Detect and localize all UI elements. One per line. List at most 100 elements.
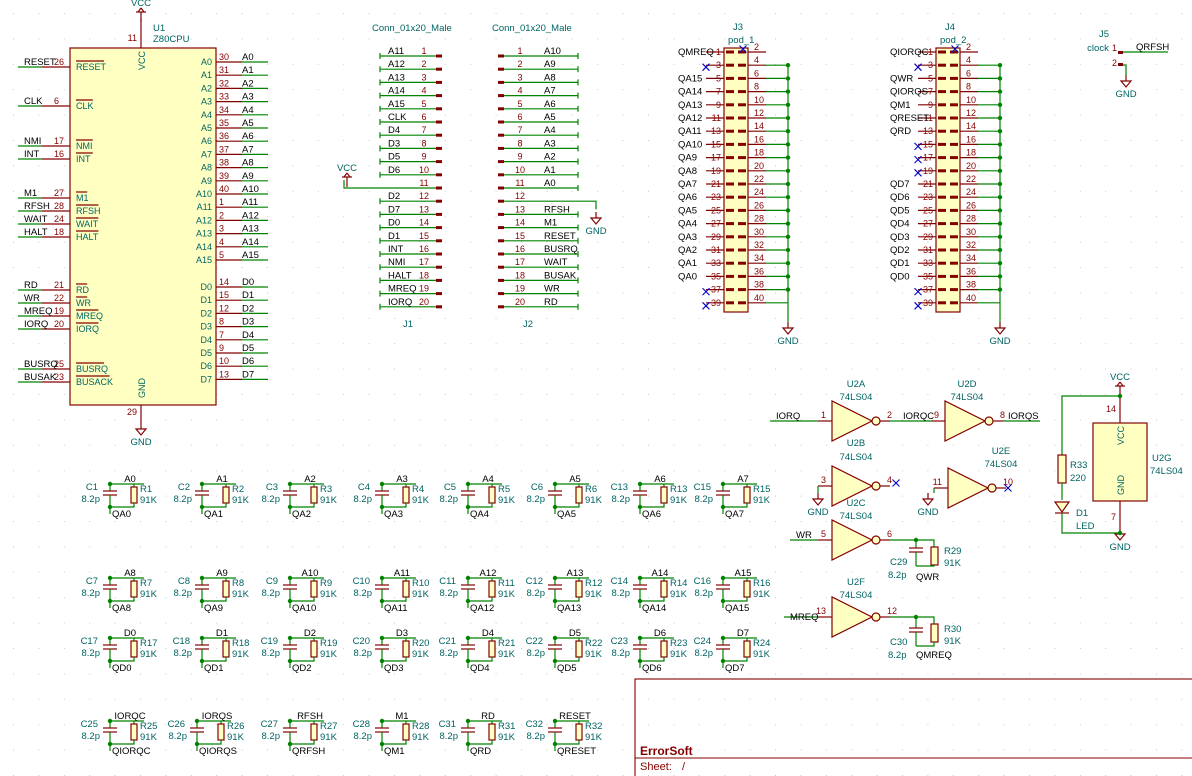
capacitor-value: 8.2p [527,648,546,659]
grid-dot [825,673,827,675]
grid-dot [13,63,14,65]
pin-number: 11 [515,178,524,188]
net-label-a5: A5 [242,118,254,129]
capacitor-value: 8.2p [82,731,101,742]
pin-stub [726,50,734,54]
net-label: A10 [544,46,561,57]
grid-dot [851,673,853,675]
junction-dot [287,481,293,487]
grid-dot [648,546,649,548]
grid-dot [1054,140,1056,141]
pin-number: 12 [887,606,897,616]
wire [202,657,227,662]
u2g-gnd-label: GND [1116,475,1126,496]
grid-dot [114,597,116,599]
grid-dot [571,749,573,751]
grid-dot [1105,317,1107,319]
resistor [402,486,410,504]
grid-dot [317,38,319,40]
grid-dot [902,114,903,116]
grid-dot [978,546,980,548]
pin-name-mreq: MREQ [76,311,103,321]
grid-dot [978,13,980,14]
grid-dot [1181,444,1183,446]
grid-dot [698,673,700,675]
capacitor-ref: C7 [86,576,98,587]
pin-number: 21 [711,179,721,189]
grid-dot [622,343,624,345]
grid-dot [775,546,776,548]
grid-dot [368,165,370,167]
u2f-ref: U2F [847,577,865,588]
pin-name-a15: A15 [196,255,212,265]
grid-dot [673,317,675,319]
net-label: A5 [544,112,556,123]
grid-dot [1156,394,1157,395]
pin-stub [436,173,442,177]
connector-j1[interactable]: Conn_01x20_MaleJ11A112A123A134A145A156CL… [337,23,452,330]
grid-dot [216,419,218,421]
grid-dot [394,368,395,370]
grid-dot [1029,267,1030,268]
grid-dot [1003,673,1005,675]
grid-dot [698,241,700,243]
grid-dot [673,140,675,141]
wire [1123,64,1127,75]
grid-dot [775,140,776,141]
grid-dot [13,521,14,522]
grid-dot [571,343,573,345]
grid-dot [648,140,649,141]
resistor-ref: R4 [412,484,424,495]
grid-dot [1156,216,1157,218]
filter-output-net: QIORQC [112,746,151,757]
grid-dot [1181,267,1183,268]
grid-dot [1181,241,1183,243]
grid-dot [470,368,472,370]
grid-dot [1130,419,1132,421]
pin-number: 26 [54,57,64,67]
grid-dot [317,521,319,522]
grid-dot [89,495,91,497]
pin-stub [436,133,442,137]
grid-dot [1003,444,1005,446]
net-label: QD4 [890,219,910,230]
grid-dot [495,267,497,268]
